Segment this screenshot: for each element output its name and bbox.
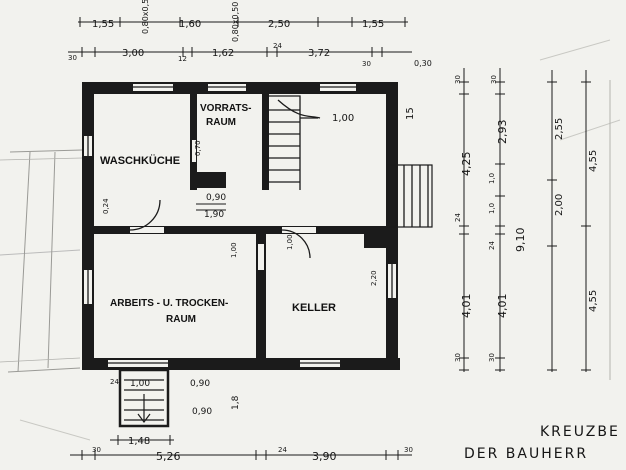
dim-r2-h: 0,30	[414, 59, 432, 68]
dim-c1-c: 24	[454, 213, 462, 222]
dim-window-a: 0,80x0,50	[141, 0, 150, 34]
dim-c2-c: 1,0	[488, 173, 496, 184]
dim-c1-b: 4,25	[460, 152, 473, 177]
dim-c1-d: 4,01	[460, 294, 473, 319]
entry-stair	[118, 368, 170, 428]
dim-c2-f: 4,01	[496, 294, 509, 319]
dim-int-220: 2,20	[370, 270, 378, 286]
dim-int-024: 0,24	[102, 198, 110, 214]
room-label-work-2: RAUM	[166, 314, 196, 325]
dim-int-190: 1,90	[204, 210, 224, 220]
room-label-wash: WASCHKÜCHE	[100, 154, 180, 167]
dim-bottom-526: 5,26	[156, 450, 181, 463]
entry-dimensions: 24 1,00 0,90 0,90 1,8 1,48	[110, 378, 241, 447]
dim-bottom-30a: 30	[92, 446, 101, 454]
dim-c3-b: 2,00	[554, 194, 565, 216]
dim-entry-24: 24	[110, 378, 119, 386]
title-caption: KREUZBE DER BAUHERR	[464, 424, 620, 462]
dim-int-100: 1,00	[230, 242, 238, 258]
dim-c2-a: 30	[490, 75, 498, 84]
dim-entry-090a: 0,90	[190, 379, 210, 389]
dim-top-b: 1,60	[179, 19, 201, 30]
right-dimension-columns: 30 4,25 24 4,01 30 30 2,93 1,0 1,0 24 4,…	[454, 68, 611, 380]
room-label-pantry-1: VORRATS-	[200, 103, 251, 114]
dim-c2-g: 30	[488, 353, 496, 362]
room-labels: WASCHKÜCHE VORRATS- RAUM ARBEITS - U. TR…	[100, 103, 336, 325]
top-dimension-chain-2: 30 3,00 12 1,62 24 3,72 30 0,30	[68, 42, 432, 68]
dim-bottom-390: 3,90	[312, 450, 337, 463]
dim-entry-100: 1,00	[130, 379, 150, 389]
caption-line-2: DER BAUHERR	[464, 446, 588, 462]
dim-int-090: 0,90	[206, 193, 226, 203]
dim-int-100b: 1,00	[286, 234, 294, 250]
dim-top-d: 1,55	[362, 19, 384, 30]
room-label-cellar: KELLER	[292, 302, 336, 314]
exterior-stair	[387, 164, 433, 228]
dim-c3-c: 9,10	[514, 228, 527, 253]
interior-dimensions: 1,00 15 0,90 1,90 0,24 0,70 1,00 2,20 1,…	[102, 107, 416, 286]
room-label-work-1: ARBEITS - U. TROCKEN-	[110, 298, 228, 309]
dim-top-c: 2,50	[268, 19, 290, 30]
room-label-pantry-2: RAUM	[206, 117, 236, 128]
dim-r2-d: 1,62	[212, 48, 234, 59]
dim-r2-c: 12	[178, 55, 187, 63]
exterior-terrace	[0, 149, 83, 373]
dim-int-070: 0,70	[194, 140, 202, 156]
bottom-dimension-chain: 30 5,26 24 3,90 30	[70, 446, 413, 463]
caption-line-1: KREUZBE	[540, 424, 620, 440]
dim-top-a: 1,55	[92, 19, 114, 30]
dim-c4-b: 4,55	[588, 290, 599, 312]
dim-c2-e: 24	[488, 241, 496, 250]
dim-r2-b: 3,00	[122, 48, 144, 59]
interior-stair	[268, 95, 321, 190]
dim-entry-090b: 0,90	[192, 407, 212, 417]
dim-entry-148: 1,48	[128, 436, 150, 447]
dim-r2-a: 30	[68, 54, 77, 62]
dim-bottom-24: 24	[278, 446, 287, 454]
chimney	[196, 172, 224, 186]
dim-r2-g: 30	[362, 60, 371, 68]
dim-c2-b: 2,93	[496, 120, 509, 145]
dim-c2-d: 1,0	[488, 203, 496, 214]
dim-c4-a: 4,55	[588, 150, 599, 172]
dim-r2-e: 24	[273, 42, 282, 50]
dim-entry-18: 1,8	[231, 395, 241, 410]
dim-c3-a: 2,55	[554, 118, 565, 140]
dim-c1-a: 30	[454, 75, 462, 84]
dim-int-stair: 1,00	[332, 113, 354, 124]
top-dimension-chain-1: 1,55 1,60 2,50 1,55 0,80x0,50 0,80x0,50	[78, 0, 408, 42]
building-walls	[82, 82, 400, 370]
dim-bottom-30b: 30	[404, 446, 413, 454]
dim-window-b: 0,80x0,50	[231, 2, 240, 42]
dim-r2-f: 3,72	[308, 48, 330, 59]
dim-c1-e: 30	[454, 353, 462, 362]
dim-int-15: 15	[405, 107, 416, 120]
